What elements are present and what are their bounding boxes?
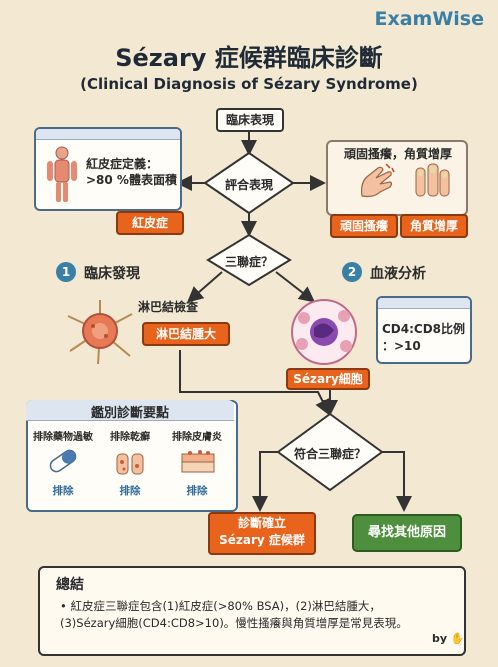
section2-number: 2 bbox=[342, 262, 362, 282]
diagnosis-confirmed-box: 診斷確立 Sézary 症候群 bbox=[208, 512, 316, 555]
exclude-dermatitis-label: 排除皮膚炎 bbox=[172, 432, 222, 443]
find-other-cause-box: 尋找其他原因 bbox=[352, 514, 462, 552]
pruritus-heading: 頑固搔癢，角質增厚 bbox=[343, 147, 452, 161]
page-title: Sézary 症候群臨床診斷 bbox=[115, 44, 383, 72]
erythroderma-bsa: >80 %體表面積 bbox=[86, 173, 177, 187]
meets-triad-diamond bbox=[276, 412, 384, 492]
keratoderma-tag: 角質增厚 bbox=[400, 214, 468, 238]
erythroderma-card: 紅皮症定義： >80 %體表面積 bbox=[34, 127, 182, 211]
sezary-cell-tag: Sézary細胞 bbox=[286, 368, 370, 390]
exclude-psoriasis-tag: 排除 bbox=[119, 485, 141, 497]
body-figure-icon bbox=[47, 146, 77, 202]
pill-icon bbox=[49, 449, 77, 473]
page-subtitle: (Clinical Diagnosis of Sézary Syndrome) bbox=[80, 75, 418, 93]
section1-number: 1 bbox=[56, 262, 76, 282]
erythroderma-tag: 紅皮症 bbox=[116, 211, 184, 235]
exclude-dermatitis-tag: 排除 bbox=[186, 485, 208, 497]
triad-label: 三聯症？ bbox=[224, 255, 273, 269]
cd4-cd8-value: ：>10 bbox=[382, 339, 421, 353]
summary-box: 總結 • 紅皮症三聯症包含(1)紅皮症(>80% BSA)，(2)淋巴結腫大， … bbox=[38, 566, 466, 656]
exclude-drug-tag: 排除 bbox=[52, 485, 74, 497]
lymph-node-icon bbox=[67, 300, 133, 365]
evaluate-diamond bbox=[203, 151, 295, 215]
summary-text: • 紅皮症三聯症包含(1)紅皮症(>80% BSA)，(2)淋巴結腫大， (3)… bbox=[60, 598, 452, 632]
brand-logo: ExamWise bbox=[374, 8, 484, 30]
diagnosis-line1: 診斷確立 bbox=[237, 516, 286, 530]
exclude-drug-label: 排除藥物過敏 bbox=[33, 432, 93, 443]
summary-line1: • 紅皮症三聯症包含(1)紅皮症(>80% BSA)，(2)淋巴結腫大， bbox=[60, 599, 381, 613]
lymph-check-label: 淋巴結檢查 bbox=[138, 300, 199, 314]
signature: by ✋ bbox=[432, 632, 465, 645]
erythroderma-definition: 紅皮症定義： bbox=[86, 157, 159, 171]
card-header-bar bbox=[378, 298, 470, 309]
scratching-hand-icon bbox=[361, 163, 395, 198]
sezary-cell-icon bbox=[291, 299, 357, 365]
exclude-psoriasis-label: 排除乾癬 bbox=[110, 432, 150, 443]
hands-rash-icon bbox=[116, 453, 144, 475]
section1-label: 臨床發現 bbox=[84, 266, 140, 282]
differential-title: 鑑別診斷要點 bbox=[90, 406, 169, 421]
triad-diamond bbox=[206, 233, 292, 287]
meets-triad-label: 符合三聯症？ bbox=[293, 447, 366, 461]
evaluate-label: 評合表現 bbox=[224, 178, 273, 192]
section2-label: 血液分析 bbox=[370, 266, 426, 282]
lymphadenopathy-tag: 淋巴結腫大 bbox=[142, 322, 230, 346]
signature-text: by bbox=[432, 632, 448, 645]
differential-header bbox=[26, 400, 234, 421]
skin-layer-icon bbox=[181, 450, 215, 473]
hand-wave-icon: ✋ bbox=[450, 632, 465, 645]
clinical-presentation-box: 臨床表現 bbox=[216, 108, 284, 132]
summary-line2: (3)Sézary細胞(CD4:CD8>10)。慢性搔癢與角質增厚是常見表現。 bbox=[60, 616, 408, 630]
diagnosis-line2: Sézary 症候群 bbox=[219, 533, 305, 547]
cd4-cd8-card bbox=[376, 296, 472, 364]
pruritus-tag: 頑固搔癢 bbox=[330, 214, 398, 238]
card-header-bar bbox=[36, 129, 180, 140]
summary-title: 總結 bbox=[56, 577, 84, 593]
thickened-nails-icon bbox=[415, 163, 450, 197]
cd4-cd8-ratio: CD4:CD8比例 bbox=[382, 322, 466, 336]
